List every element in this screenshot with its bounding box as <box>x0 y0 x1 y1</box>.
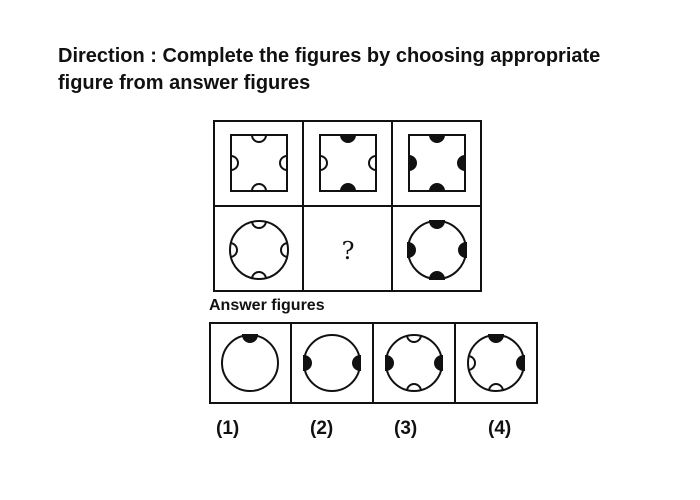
answer-option-2-label[interactable]: (2) <box>310 418 334 439</box>
direction-text: Direction : Complete the figures by choo… <box>58 43 688 97</box>
question-cell-2-square-half-filled <box>319 134 377 192</box>
missing-figure-mark: ? <box>342 237 355 265</box>
answer-option-4-label[interactable]: (4) <box>488 418 512 439</box>
answer-figures-heading: Answer figures <box>209 297 325 314</box>
answer-option-1-figure[interactable] <box>221 334 279 392</box>
answer-option-3-figure[interactable] <box>385 334 443 392</box>
question-cell-6-circle-filled <box>407 220 467 280</box>
direction-line-2: figure from answer figures <box>58 72 311 94</box>
answer-option-2-figure[interactable] <box>303 334 361 392</box>
question-cell-3-square-filled <box>408 134 466 192</box>
answer-option-4-figure[interactable] <box>467 334 525 392</box>
question-cell-1-square-open <box>230 134 288 192</box>
question-cell-4-circle-open <box>229 220 289 280</box>
answer-option-3-label[interactable]: (3) <box>394 418 418 439</box>
answer-option-1-label[interactable]: (1) <box>216 418 240 439</box>
direction-line-1: Direction : Complete the figures by choo… <box>58 45 601 67</box>
